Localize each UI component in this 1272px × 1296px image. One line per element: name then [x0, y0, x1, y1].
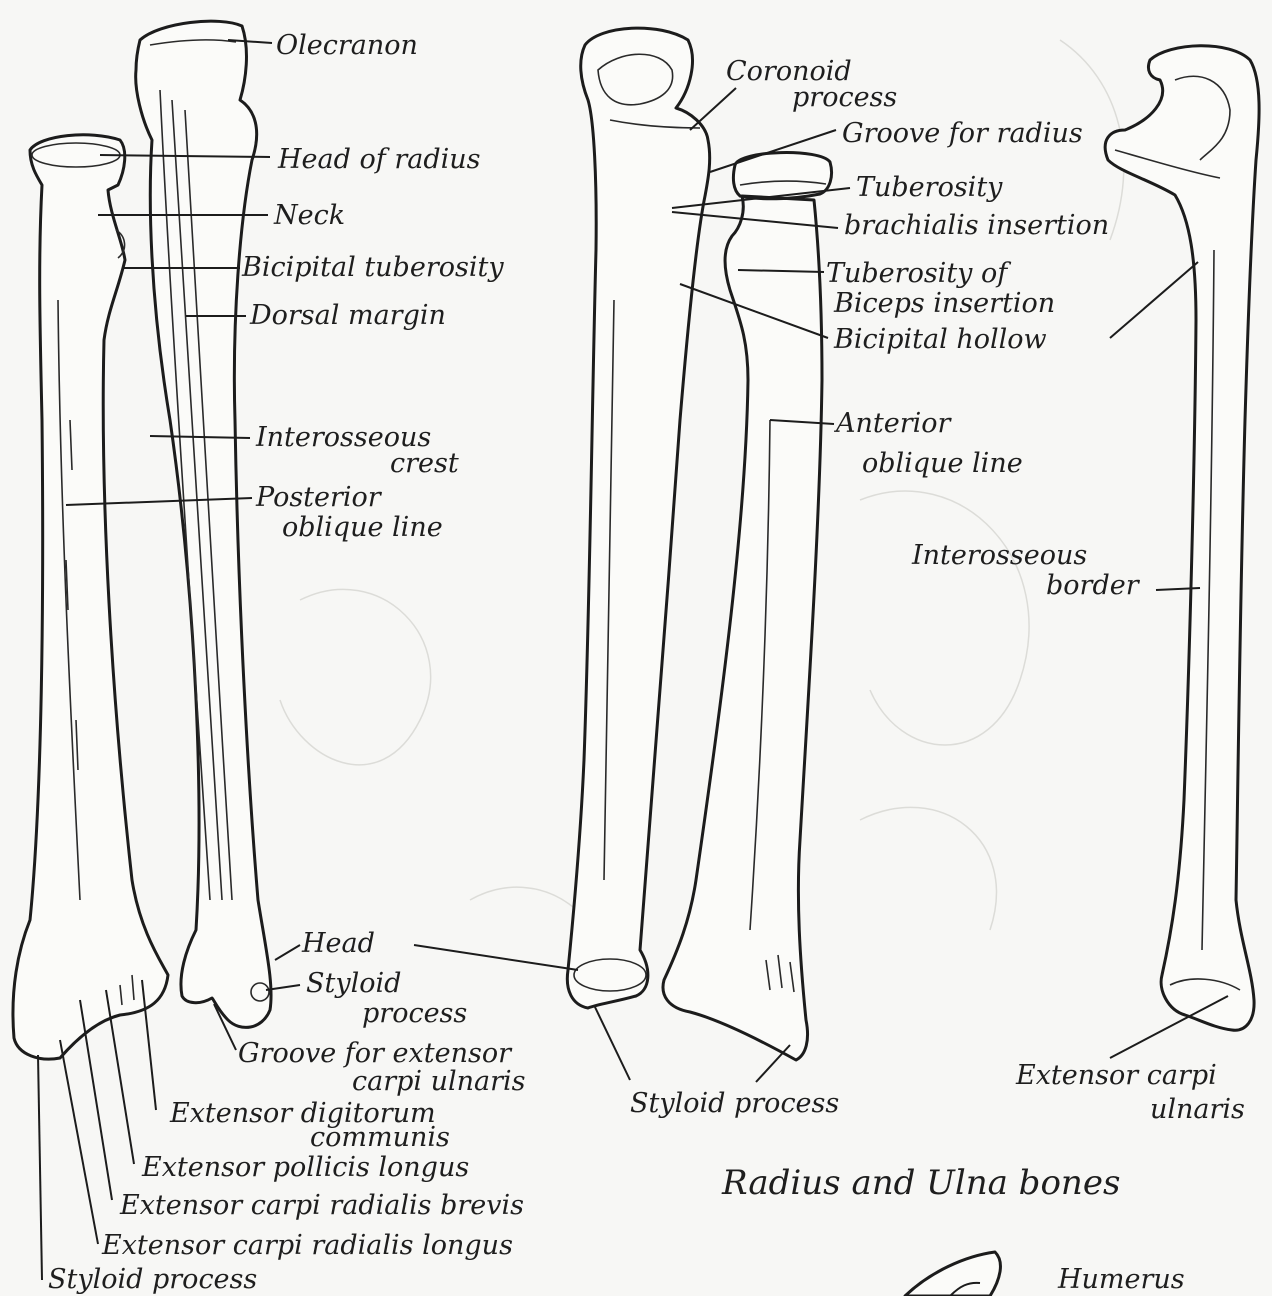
label-head-of-radius: Head of radius — [277, 144, 481, 175]
label-tub-brach-2: brachialis insertion — [844, 210, 1109, 241]
label-styloid-process-mid: Styloid process — [630, 1088, 839, 1119]
label-interosseous-border-1: Interosseous — [911, 540, 1087, 571]
label-styloid-process-bottom: Styloid process — [48, 1264, 257, 1295]
humerus-fragment — [905, 1252, 1000, 1296]
label-groove-ecu-1: Groove for extensor — [238, 1038, 513, 1069]
label-interosseous-border-2: border — [1046, 570, 1141, 601]
label-humerus: Humerus — [1057, 1264, 1185, 1295]
label-posterior-oblique-2: oblique line — [282, 512, 443, 543]
label-bicipital-hollow: Bicipital hollow — [833, 324, 1047, 355]
label-ext-crl: Extensor carpi radialis longus — [101, 1230, 513, 1261]
label-neck: Neck — [273, 200, 345, 231]
label-posterior-oblique-1: Posterior — [255, 482, 383, 513]
label-ecu-right-2: ulnaris — [1150, 1094, 1245, 1125]
label-ext-pollicis: Extensor pollicis longus — [141, 1152, 469, 1183]
ulna-anterior — [567, 28, 709, 1008]
label-interosseous-crest-2: crest — [390, 448, 459, 479]
ulna-lateral — [1105, 46, 1259, 1030]
label-tub-brach-1: Tuberosity — [856, 172, 1003, 203]
label-bicipital-tuberosity: Bicipital tuberosity — [241, 252, 504, 283]
label-head: Head — [301, 928, 375, 959]
label-tub-biceps-1: Tuberosity of — [826, 258, 1011, 289]
label-styloid-2: process — [362, 998, 467, 1029]
radius-posterior — [13, 135, 168, 1059]
ulna-posterior — [136, 21, 271, 1027]
label-styloid-1: Styloid — [306, 968, 401, 999]
label-ecu-right-1: Extensor carpi — [1015, 1060, 1217, 1091]
label-tub-biceps-2: Biceps insertion — [833, 288, 1055, 319]
label-ext-dig-2: communis — [310, 1122, 450, 1153]
label-coronoid-2: process — [792, 82, 897, 113]
label-groove-radius: Groove for radius — [842, 118, 1083, 149]
label-anterior-oblique-2: oblique line — [862, 448, 1023, 479]
figure-caption: Radius and Ulna bones — [721, 1163, 1120, 1203]
label-dorsal-margin: Dorsal margin — [249, 300, 446, 331]
label-ext-crb: Extensor carpi radialis brevis — [119, 1190, 524, 1221]
label-groove-ecu-2: carpi ulnaris — [352, 1066, 526, 1097]
label-olecranon: Olecranon — [276, 30, 418, 61]
label-anterior-oblique-1: Anterior — [833, 408, 953, 439]
